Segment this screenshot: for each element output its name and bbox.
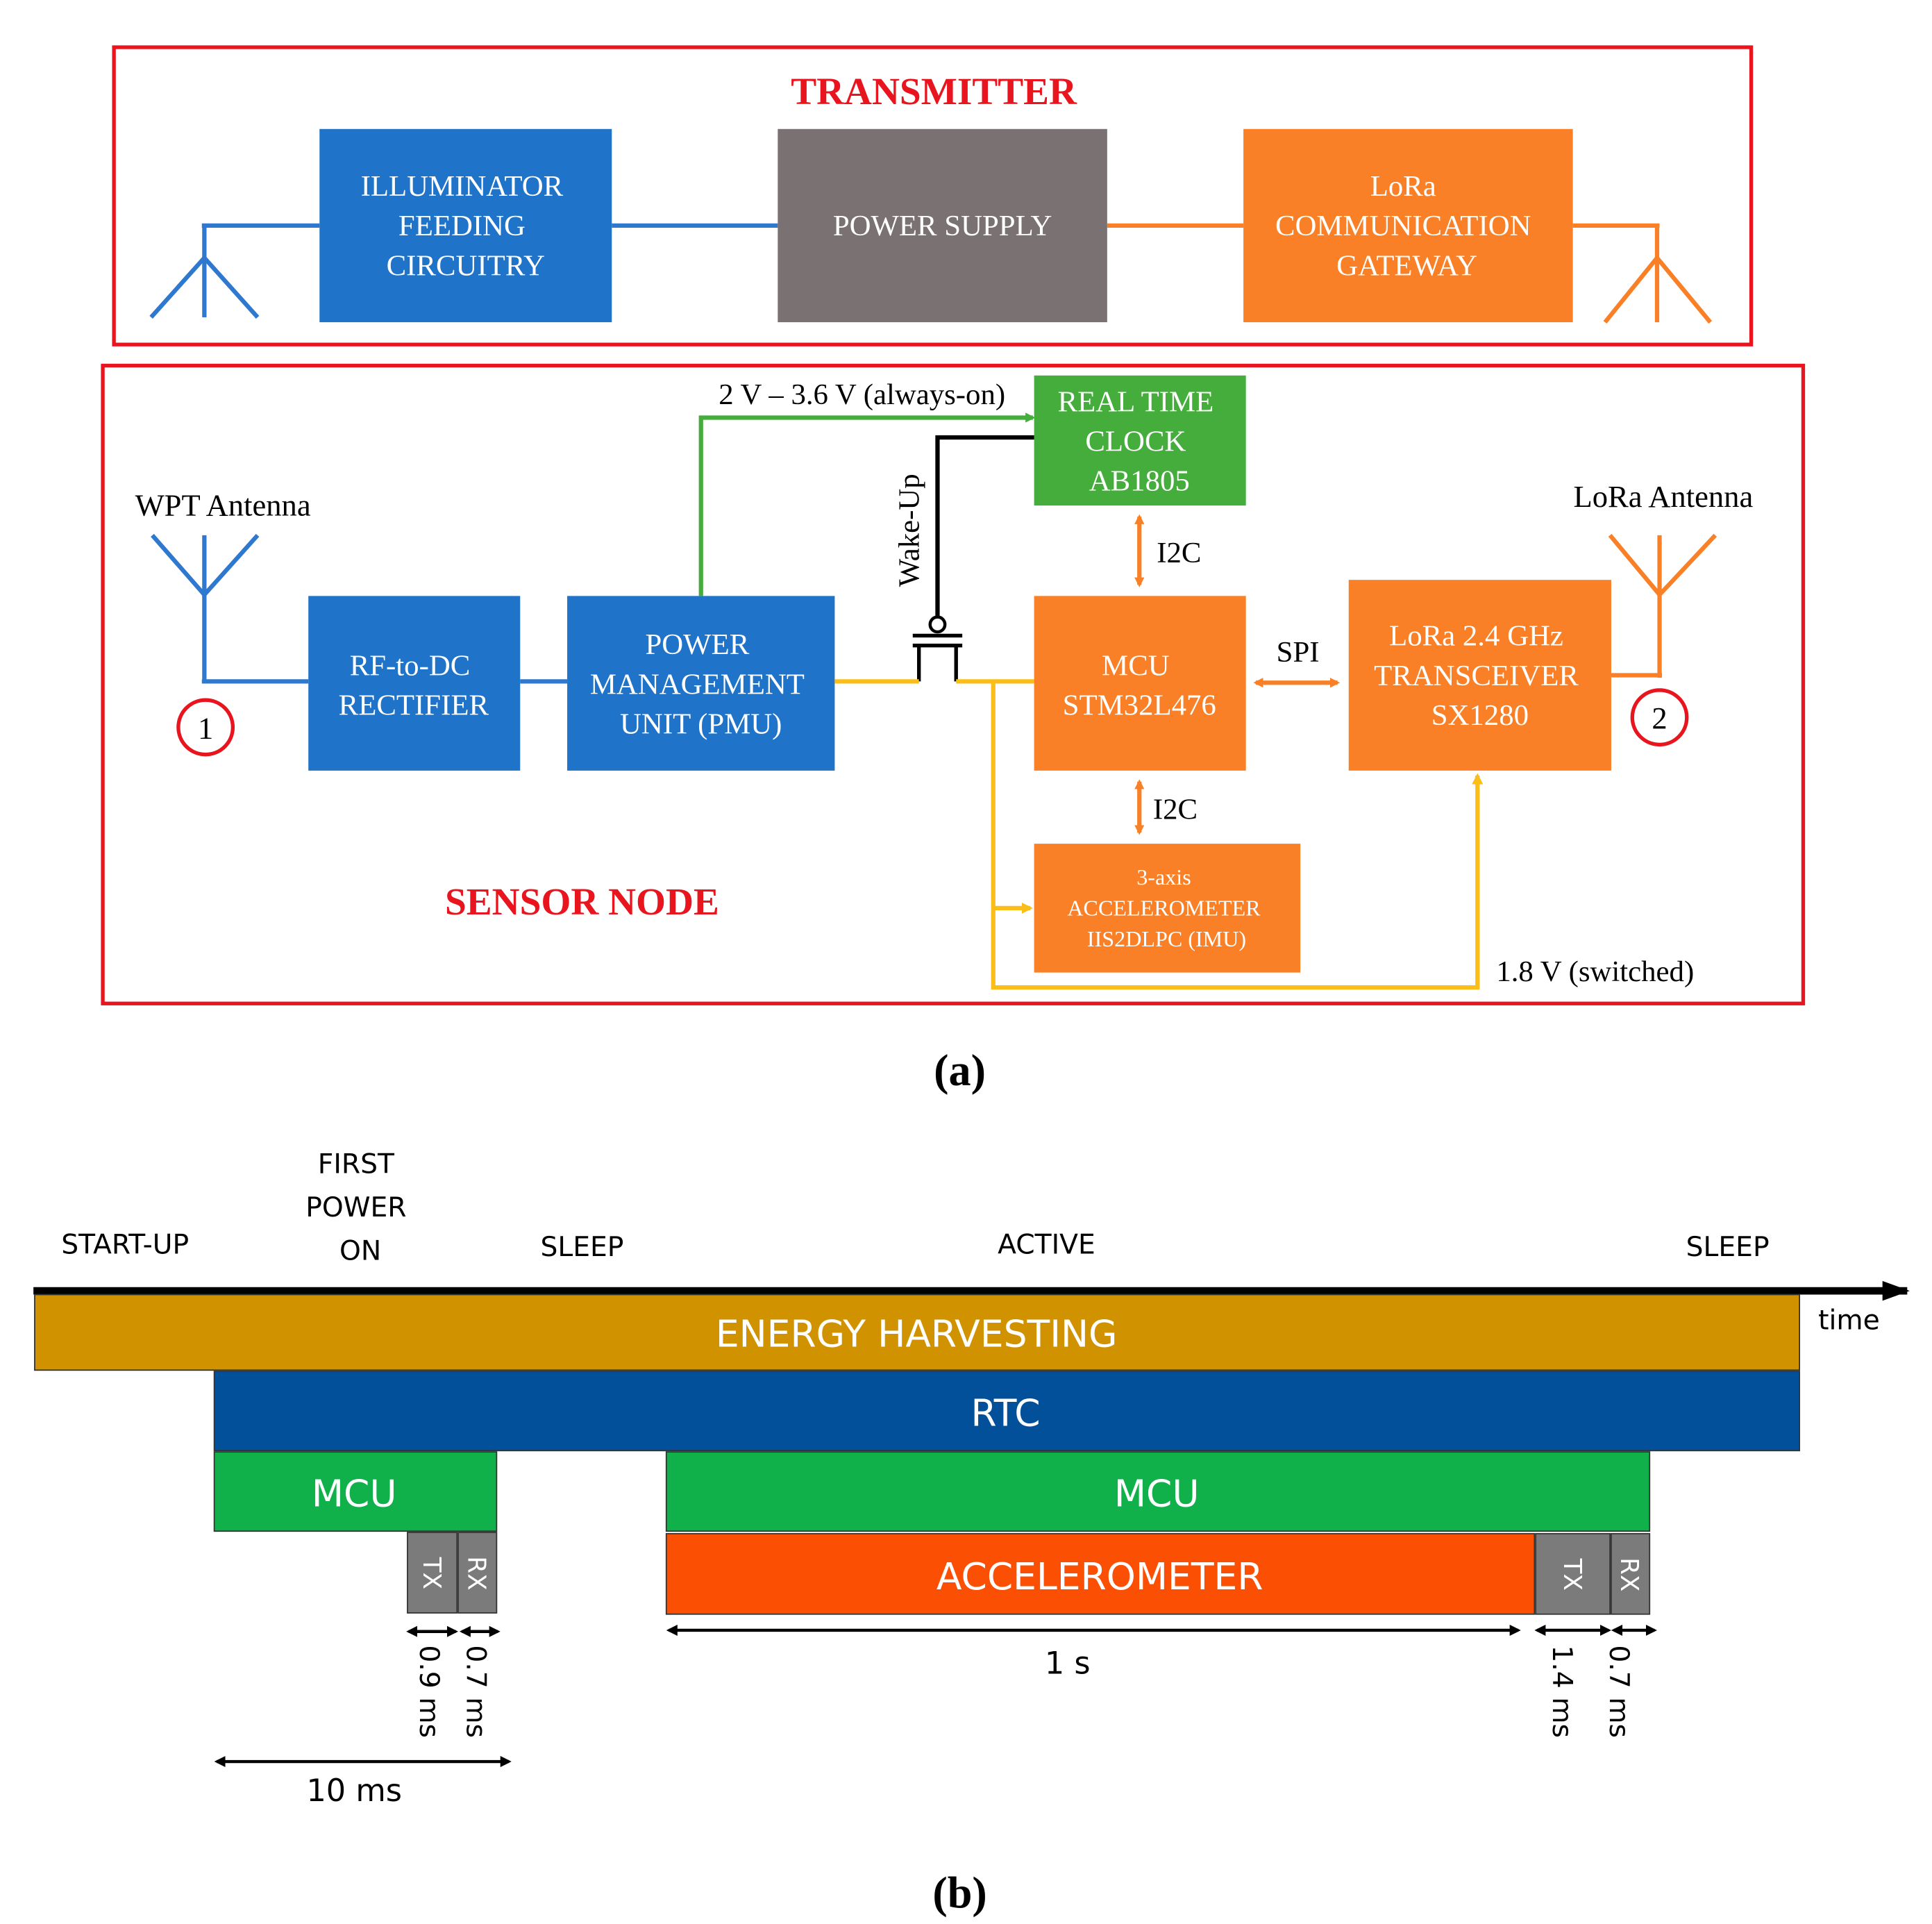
transmitter-title: TRANSMITTER	[791, 70, 1077, 112]
accelerometer-bar-label: ACCELEROMETER	[936, 1555, 1263, 1598]
energy-harvesting-label: ENERGY HARVESTING	[716, 1312, 1118, 1355]
phase-sleep-2: SLEEP	[1686, 1232, 1770, 1263]
transmitter-frame	[112, 45, 1754, 346]
svg-text:2: 2	[1652, 701, 1667, 735]
tx-bar-active-label: TX	[1558, 1558, 1586, 1591]
phase-first-power-on: FIRST POWER ON	[305, 1149, 415, 1267]
transceiver-block	[1348, 580, 1611, 771]
spi-label: SPI	[1277, 636, 1320, 669]
accelerometer-label: 3-axis ACCELEROMETER IIS2DLPC (IMU)	[1067, 864, 1266, 951]
tx-bar-first-label: TX	[417, 1557, 446, 1589]
illuminator-antenna-icon	[149, 225, 260, 319]
switched-supply-bus	[991, 681, 1484, 990]
first-on-duration-label: 10 ms	[306, 1773, 402, 1809]
active-duration-label: 1 s	[1045, 1645, 1091, 1681]
tx2-duration-label: 1.4 ms	[1546, 1645, 1577, 1738]
wakeup-label: Wake-Up	[893, 474, 926, 587]
tx1-duration-label: 0.9 ms	[413, 1645, 444, 1738]
mcu-bar-active	[665, 1451, 1651, 1532]
port-2-marker: 2	[1630, 688, 1689, 747]
pmu-label: POWER MANAGEMENT UNIT (PMU)	[590, 628, 812, 740]
illuminator-block	[319, 128, 612, 323]
rx1-duration-label: 0.7 ms	[460, 1645, 492, 1738]
rx-bar-first-label: RX	[462, 1556, 490, 1590]
mcu-label: MCU STM32L476	[1063, 650, 1216, 722]
sensor-node-title: SENSOR NODE	[445, 880, 719, 923]
lora-antenna-icon	[1608, 533, 1717, 678]
timeline-section: START-UP FIRST POWER ON SLEEP ACTIVE SLE…	[33, 1149, 1910, 1809]
phase-startup: START-UP	[61, 1230, 189, 1261]
transceiver-label: LoRa 2.4 GHz TRANSCEIVER SX1280	[1374, 620, 1586, 732]
rtc-label: REAL TIME CLOCK AB1805	[1058, 386, 1221, 498]
sensor-node-frame	[101, 363, 1806, 1005]
mcu-block	[1034, 596, 1246, 771]
power-supply-label: POWER SUPPLY	[833, 210, 1052, 242]
switched-supply-label: 1.8 V (switched)	[1496, 955, 1694, 988]
mcu-bar-first	[213, 1451, 498, 1532]
i2c-bottom-label: I2C	[1153, 793, 1198, 826]
rx-bar-active-label: RX	[1615, 1557, 1643, 1591]
mcu-bar-active-label: MCU	[1114, 1472, 1200, 1516]
rectifier-label: RF-to-DC RECTIFIER	[339, 650, 489, 722]
power-supply-block	[778, 128, 1107, 323]
sensor-node-section: SENSOR NODE WPT Antenna 1 RF-to-DC RECTI…	[101, 363, 1806, 1005]
tx-bar-active	[1535, 1532, 1611, 1615]
accelerometer-bar	[665, 1532, 1536, 1615]
phase-sleep-1: SLEEP	[540, 1232, 623, 1263]
wpt-antenna-label: WPT Antenna	[135, 487, 311, 522]
accelerometer-block	[1034, 844, 1301, 973]
wakeup-line	[935, 435, 1034, 617]
gateway-block	[1243, 128, 1573, 323]
panel-a-caption: (a)	[934, 1046, 986, 1095]
rectifier-block	[308, 596, 521, 771]
rtc-bar-label: RTC	[971, 1391, 1040, 1435]
pmu-block	[567, 596, 835, 771]
rtc-bar	[213, 1371, 1801, 1452]
illuminator-label: ILLUMINATOR FEEDING CIRCUITRY	[361, 170, 571, 282]
time-axis-label: time	[1818, 1305, 1880, 1336]
i2c-top-label: I2C	[1157, 537, 1201, 569]
transmitter-section: TRANSMITTER ILLUMINATOR FEEDING CIRCUITR…	[112, 45, 1754, 346]
gateway-antenna-icon	[1603, 225, 1713, 324]
energy-harvesting-bar	[34, 1294, 1801, 1371]
tx-bar-first	[407, 1532, 458, 1614]
always-on-label: 2 V – 3.6 V (always-on)	[719, 378, 1005, 411]
panel-b-caption: (b)	[932, 1868, 987, 1918]
rx-bar-first	[457, 1532, 498, 1614]
lora-antenna-label: LoRa Antenna	[1574, 479, 1754, 514]
rtc-block	[1034, 375, 1246, 506]
switch-gate-icon	[928, 615, 947, 634]
rx-bar-active	[1611, 1532, 1651, 1615]
rx2-duration-label: 0.7 ms	[1603, 1645, 1634, 1738]
svg-text:1: 1	[198, 710, 213, 745]
phase-active: ACTIVE	[998, 1230, 1095, 1261]
always-on-supply-line	[698, 412, 1036, 596]
wpt-antenna-icon	[151, 533, 260, 682]
gateway-label: LoRa COMMUNICATION GATEWAY	[1275, 170, 1538, 282]
port-1-marker: 1	[176, 698, 235, 757]
mcu-bar-first-label: MCU	[312, 1472, 397, 1516]
